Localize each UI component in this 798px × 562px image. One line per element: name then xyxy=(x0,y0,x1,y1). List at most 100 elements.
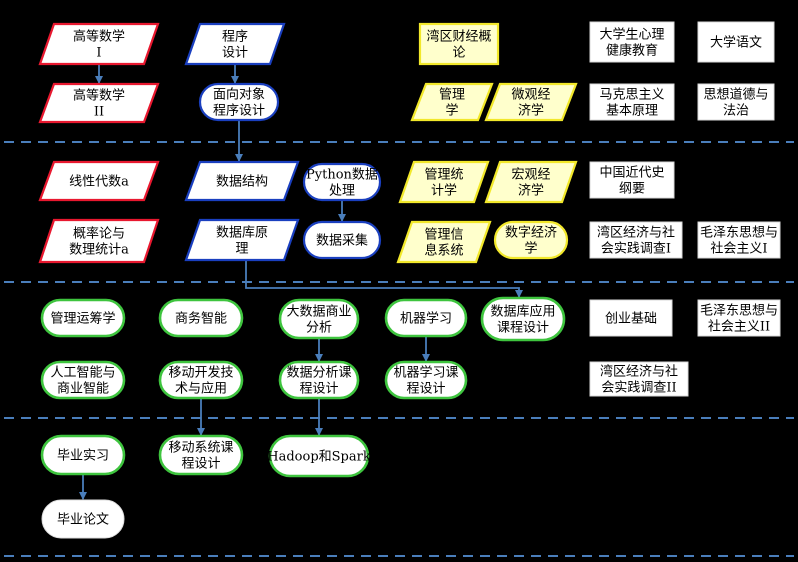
course-node-chinese: 大学语文 xyxy=(697,21,775,63)
course-label: 数据库应用 xyxy=(490,304,555,320)
course-label: 毕业论文 xyxy=(57,513,109,528)
course-label: 思想道德与 xyxy=(703,87,768,103)
course-label: 管理运筹学 xyxy=(50,311,115,327)
course-label: Hadoop和Spark xyxy=(267,450,371,465)
course-label: 毛泽东思想与 xyxy=(700,303,778,319)
course-node-shape xyxy=(38,218,160,264)
course-node-shape xyxy=(268,434,370,478)
course-node-shape xyxy=(589,21,675,63)
course-node-shape xyxy=(38,22,160,66)
course-node-shape xyxy=(484,160,578,204)
course-label: 大数据商业 xyxy=(286,305,351,320)
course-label: 计学 xyxy=(431,183,457,199)
course-label: 创业基础 xyxy=(605,312,657,327)
course-node-shape xyxy=(589,161,675,199)
course-label: 学 xyxy=(445,103,458,119)
course-label: 湾区经济与社 xyxy=(600,364,678,380)
course-node-shape xyxy=(484,82,578,122)
course-node-shape xyxy=(697,299,781,337)
course-node-shape xyxy=(40,360,126,400)
course-node-hadoop: Hadoop和Spark xyxy=(267,434,371,478)
course-label: 管理信 xyxy=(424,228,463,243)
course-label: 毕业实习 xyxy=(57,449,109,464)
course-label: II xyxy=(94,105,104,120)
course-node-shape xyxy=(480,296,566,342)
course-label: 会实践调查I xyxy=(601,242,671,257)
course-label: 程序设计 xyxy=(213,104,265,119)
course-label: 设计 xyxy=(222,46,248,61)
course-label: 宏观经 xyxy=(511,168,550,183)
course-label: 人工智能与 xyxy=(50,366,115,381)
course-label: 会实践调查II xyxy=(601,381,676,396)
course-node-shape xyxy=(41,499,125,539)
course-node-shape xyxy=(40,434,126,476)
course-node-shape xyxy=(589,83,675,121)
course-label: 数据分析课 xyxy=(286,366,351,381)
course-node-collect: 数据采集 xyxy=(302,220,382,260)
arrow-db-to-dbapp xyxy=(245,260,523,298)
course-nodes: 高等数学I高等数学II线性代数a概率论与数理统计a程序设计面向对象程序设计数据结… xyxy=(38,21,781,539)
course-node-ds: 数据结构 xyxy=(184,160,300,202)
prerequisite-arrows xyxy=(79,64,523,500)
course-label: 济学 xyxy=(518,183,544,199)
course-node-prog: 程序设计 xyxy=(184,22,286,66)
course-label: 分析 xyxy=(306,321,332,336)
course-node-shape xyxy=(184,22,286,66)
course-node-shape xyxy=(278,298,360,340)
course-label: 数字经济 xyxy=(505,226,557,241)
course-label: 程序 xyxy=(222,30,248,45)
course-node-shape xyxy=(158,434,244,476)
course-node-shape xyxy=(384,360,468,400)
course-node-shape xyxy=(589,361,689,397)
course-label: 管理统 xyxy=(424,168,463,183)
course-label: 马克思主义 xyxy=(599,88,664,103)
course-node-shape xyxy=(418,22,500,66)
course-label: 课程设计 xyxy=(497,321,549,336)
course-node-shape xyxy=(589,221,683,259)
course-label: 理 xyxy=(235,242,248,257)
course-label: Python数据 xyxy=(306,168,378,183)
course-label: 高等数学 xyxy=(73,29,125,45)
course-node-shape xyxy=(697,221,781,259)
course-label: 程设计 xyxy=(406,382,445,397)
course-node-linalg: 线性代数a xyxy=(38,160,160,202)
course-node-shape xyxy=(410,82,494,122)
course-node-shape xyxy=(184,218,300,262)
course-label: 机器学习 xyxy=(400,311,452,327)
course-node-shape xyxy=(398,160,490,204)
course-node-shape xyxy=(493,220,569,260)
course-label: 面向对象 xyxy=(213,87,265,103)
course-node-shape xyxy=(278,360,360,400)
course-node-shape xyxy=(38,160,160,202)
course-label: 管理 xyxy=(439,88,465,103)
course-label: 机器学习课 xyxy=(393,365,458,381)
course-node-opres: 管理运筹学 xyxy=(40,298,126,338)
course-label: 高等数学 xyxy=(73,88,125,104)
course-node-shape xyxy=(38,82,160,124)
course-node-bi: 商务智能 xyxy=(158,298,244,338)
course-node-shape xyxy=(158,298,244,338)
course-label: 数据库原 xyxy=(216,225,268,241)
course-label: I xyxy=(96,46,101,61)
course-label: 术与应用 xyxy=(175,381,227,397)
course-node-shape xyxy=(302,220,382,260)
course-label: 移动系统课 xyxy=(168,441,233,456)
course-label: 线性代数a xyxy=(69,175,129,190)
